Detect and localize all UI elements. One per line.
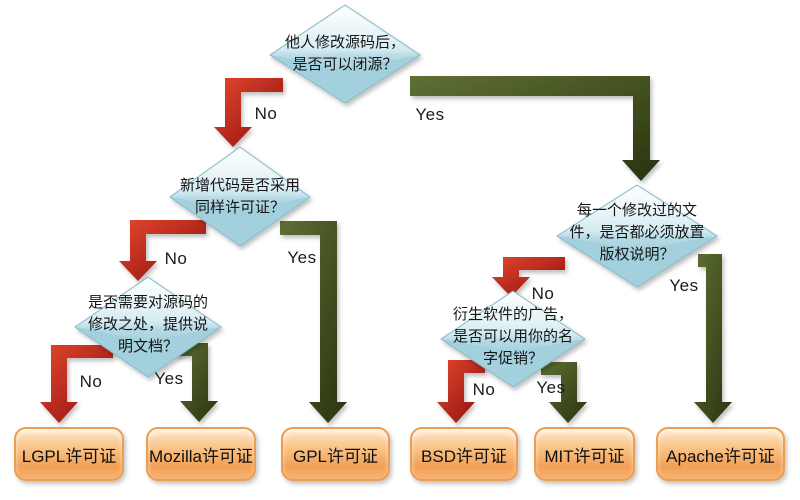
edge-label-d4-no: No bbox=[531, 284, 555, 303]
arrow-d5-no-to-bsd bbox=[437, 360, 485, 423]
diamond-4-gloss bbox=[558, 186, 716, 250]
decision-1-line-1: 他人修改源码后， bbox=[284, 35, 406, 51]
decision-label-4: 每一个修改过的文 件，是否都必须放置 版权说明？ bbox=[569, 200, 704, 266]
license-box-lgpl: LGPL许可证 bbox=[14, 427, 124, 481]
arrow-d4-yes-to-apache bbox=[694, 254, 732, 423]
decision-label-2: 新增代码是否采用 同样许可证？ bbox=[180, 175, 300, 219]
decision-4-line-3: 版权说明？ bbox=[599, 247, 675, 263]
edge-label-d4-yes: Yes bbox=[669, 276, 699, 295]
edge-label-d2-yes: Yes bbox=[287, 248, 317, 267]
decision-1-line-2: 是否可以闭源？ bbox=[292, 57, 398, 73]
edge-label-d2-no: No bbox=[164, 249, 188, 268]
decision-2-line-1: 新增代码是否采用 bbox=[179, 178, 301, 194]
decision-5-line-3: 字促销？ bbox=[482, 351, 544, 367]
arrow-d2-yes-to-gpl bbox=[280, 221, 347, 423]
decision-3-line-1: 是否需要对源码的 bbox=[87, 295, 209, 311]
diamond-2-gloss bbox=[171, 148, 309, 211]
edge-label-d5-no: No bbox=[472, 380, 496, 399]
edge-label-d3-no: No bbox=[79, 372, 103, 391]
decision-3-line-2: 修改之处，提供说 bbox=[87, 317, 209, 333]
decision-4-line-2: 件，是否都必须放置 bbox=[569, 225, 705, 241]
decision-2-line-2: 同样许可证？ bbox=[194, 200, 286, 216]
arrow-d2-no-to-d3 bbox=[119, 220, 206, 281]
edge-label-d3-yes: Yes bbox=[154, 369, 184, 388]
diamond-3-gloss bbox=[76, 278, 220, 341]
decision-5-line-2: 是否可以用你的名 bbox=[452, 329, 574, 345]
license-box-mozilla: Mozilla许可证 bbox=[146, 427, 256, 481]
edge-label-d1-yes: Yes bbox=[415, 105, 445, 124]
arrow-d1-no-to-d2 bbox=[214, 78, 283, 147]
license-box-apache: Apache许可证 bbox=[656, 427, 785, 481]
license-box-bsd: BSD许可证 bbox=[410, 427, 518, 481]
arrow-d3-yes-to-mozilla bbox=[175, 343, 218, 422]
decision-4-line-1: 每一个修改过的文 bbox=[576, 203, 698, 219]
decision-5-line-1: 衍生软件的广告， bbox=[452, 307, 574, 323]
arrow-d4-no-to-d5 bbox=[492, 257, 565, 297]
diamond-5-gloss bbox=[442, 292, 584, 352]
arrow-d5-yes-to-mit bbox=[541, 362, 587, 423]
edge-label-d5-yes: Yes bbox=[536, 378, 566, 397]
arrow-d1-yes-to-d4 bbox=[410, 76, 660, 181]
decision-3-line-3: 明文档？ bbox=[117, 339, 179, 355]
decision-label-3: 是否需要对源码的 修改之处，提供说 明文档？ bbox=[88, 292, 208, 358]
license-box-gpl: GPL许可证 bbox=[281, 427, 390, 481]
diamond-1-gloss bbox=[271, 6, 419, 70]
edge-label-d1-no: No bbox=[254, 104, 278, 123]
arrow-d3-no-to-lgpl bbox=[40, 345, 113, 423]
decision-label-1: 他人修改源码后， 是否可以闭源？ bbox=[285, 32, 405, 76]
license-box-mit: MIT许可证 bbox=[534, 427, 635, 481]
decision-label-5: 衍生软件的广告， 是否可以用你的名 字促销？ bbox=[453, 304, 573, 370]
